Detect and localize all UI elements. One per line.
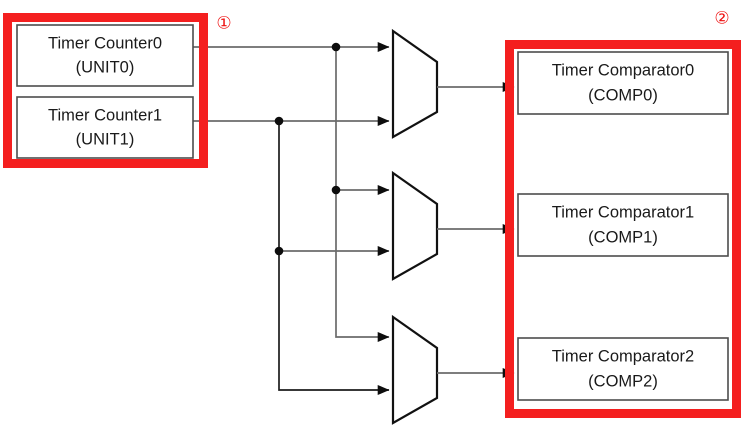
mux-1-body[interactable]	[391, 170, 439, 281]
counter-unit1-box[interactable]	[16, 96, 194, 159]
counter-unit1-label-line1: Timer Counter1	[48, 106, 162, 124]
comparator-comp1-box[interactable]	[517, 193, 729, 257]
counter-unit0-label-line2: (UNIT0)	[76, 58, 135, 76]
multiplexer-1[interactable]	[391, 170, 515, 281]
counter-unit0-label-line1: Timer Counter0	[48, 34, 162, 52]
comparator-comp2-label-line2: (COMP2)	[588, 372, 658, 390]
group-marker-two: ②	[714, 8, 729, 27]
wire-unit1-rail	[278, 121, 390, 395]
junction-unit0-mux0	[331, 42, 341, 52]
counter-block-unit0[interactable]: Timer Counter0 (UNIT0)	[16, 24, 194, 87]
comparator-comp2-box[interactable]	[517, 337, 729, 401]
junction-dots	[274, 42, 341, 256]
wire-group-distribution	[278, 47, 390, 395]
counter-unit1-label-line2: (UNIT1)	[76, 130, 135, 148]
wire-group-counter-buses	[193, 42, 390, 126]
comparator-comp0-label-line2: (COMP0)	[588, 86, 658, 104]
mux-2-body[interactable]	[391, 314, 439, 425]
mux-0-body[interactable]	[391, 28, 439, 139]
comparator-comp0-box[interactable]	[517, 51, 729, 115]
wire-unit0-rail	[335, 47, 390, 342]
multiplexer-0[interactable]	[391, 28, 515, 139]
counter-block-unit1[interactable]: Timer Counter1 (UNIT1)	[16, 96, 194, 159]
counter-unit0-box[interactable]	[16, 24, 194, 87]
comparator-comp2-label-line1: Timer Comparator2	[552, 347, 694, 365]
multiplexer-2[interactable]	[391, 314, 515, 425]
junction-unit0-mux1	[331, 185, 341, 195]
comparator-block-comp1[interactable]: Timer Comparator1 (COMP1)	[517, 193, 729, 257]
comparator-comp0-label-line1: Timer Comparator0	[552, 61, 694, 79]
comparator-block-comp2[interactable]: Timer Comparator2 (COMP2)	[517, 337, 729, 401]
junction-unit1-mux1	[274, 246, 284, 256]
group-marker-one: ①	[216, 13, 231, 32]
group-frame-comparators	[505, 40, 741, 418]
junction-unit1-mux0	[274, 116, 284, 126]
comparator-block-comp0[interactable]: Timer Comparator0 (COMP0)	[517, 51, 729, 115]
group-frame-counters	[3, 13, 208, 168]
comparator-comp1-label-line1: Timer Comparator1	[552, 203, 694, 221]
comparator-comp1-label-line2: (COMP1)	[588, 228, 658, 246]
